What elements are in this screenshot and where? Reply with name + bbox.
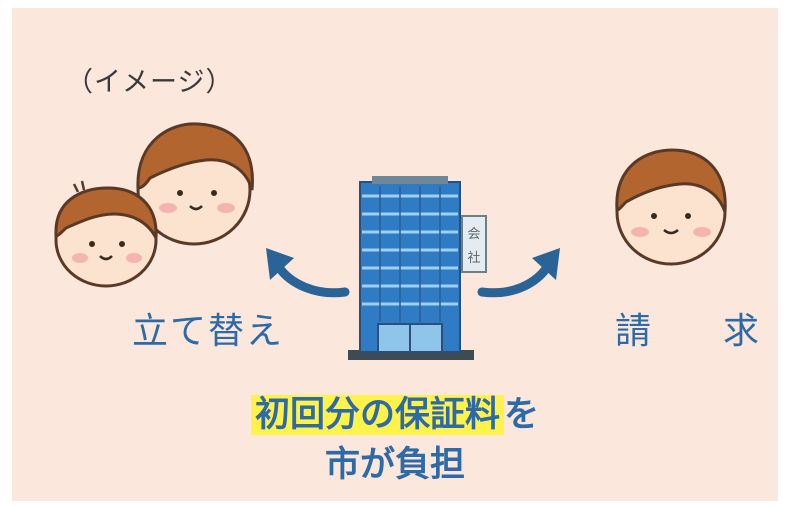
adult-face-icon [136,122,254,246]
arrow-left-icon [266,248,350,298]
highlighted-text: 初回分の保証料 [250,395,504,435]
child-face-icon [54,180,158,288]
main-text-line1: 初回分の保証料を [0,386,790,437]
particle-text: を [504,395,540,435]
building-sign-bottom: 社 [467,250,480,266]
person-face-icon [615,148,727,266]
image-note: （イメージ） [66,67,234,98]
label-billing: 請 求 [615,311,778,352]
main-text-line2: 市が負担 [324,445,465,485]
label-advance-payment: 立て替え [132,311,285,352]
arrow-right-icon [477,248,560,298]
building-sign-top: 会 [467,227,480,242]
office-building-icon: 会 社 [348,176,487,360]
